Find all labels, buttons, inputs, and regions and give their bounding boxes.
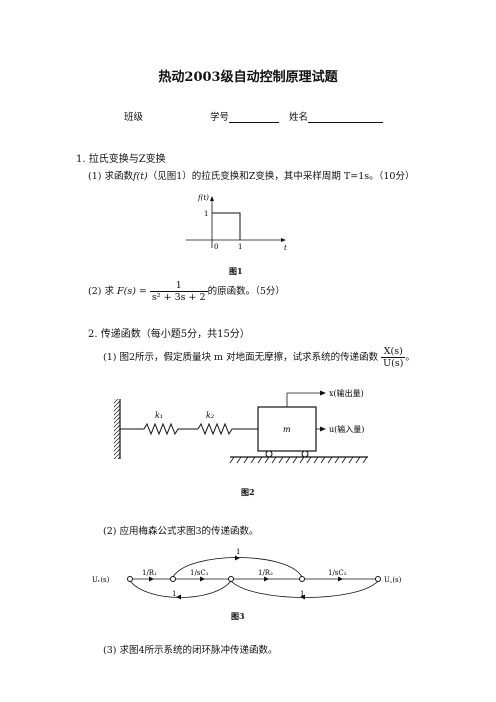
fig1-x-label: t (284, 244, 287, 252)
fig1-y-tick: 1 (204, 210, 208, 218)
q2-part3-text: (3) 求图4所示系统的闭环脉冲传递函数。 (103, 645, 278, 656)
fig2-mass-label: m (283, 425, 291, 434)
fig1-y-arrow-icon (210, 196, 214, 201)
student-id-field[interactable]: 学号 (210, 109, 280, 123)
q2-part1-text: (1) 图2所示，假定质量块 m 对地面无摩擦，试求系统的传递函数 (103, 352, 379, 363)
fig3-feedforward-gain: 1 (236, 548, 240, 556)
fig2-spring-k2 (197, 422, 258, 436)
q2-heading: 2. 传递函数（每小题5分，共15分） (88, 329, 250, 340)
fig1-origin: 0 (214, 243, 218, 251)
fig3-caption: 图3 (231, 611, 245, 621)
fig3-feedback-1-arrowhead-icon (176, 594, 181, 600)
student-name-blank[interactable] (308, 111, 384, 123)
figure-2: k₁ k₂ m x(输出量) u(输入量) (114, 388, 368, 464)
fig1-x-tick: 1 (238, 243, 242, 251)
q2-part1-numerator: X(s) (381, 346, 406, 358)
fig2-k1-label: k₁ (155, 411, 163, 420)
q2-part1-fraction: X(s)U(s) (381, 346, 406, 369)
fig2-caption: 图2 (241, 487, 255, 497)
figure-3-signal-flow-graph: 1/R₁ 1/sC₁ 1/R₂ 1/sC₂ 1 1 1 Uᵣ(s) U꜀(s) (92, 548, 402, 600)
q1-part1-suffix: （见图1）的拉氏变换和Z变换，其中采样周期 T=1s。（10分） (147, 171, 415, 182)
q2-part2-text: (2) 应用梅森公式求图3的传递函数。 (103, 526, 259, 537)
fig2-mass-block (257, 406, 317, 452)
fig2-ground-hatch (229, 456, 368, 464)
q1-part2-numerator: 1 (149, 280, 208, 292)
fig3-feedback-gain-1: 1 (172, 590, 176, 598)
fig2-x-label: x(输出量) (329, 388, 364, 398)
page-title: 热动2003级自动控制原理试题 (158, 70, 338, 85)
student-id-blank[interactable] (229, 111, 280, 123)
student-name-field[interactable]: 姓名 (289, 109, 384, 123)
q1-part2-suffix: 的原函数。（5分） (207, 286, 285, 297)
fig3-node-1 (127, 576, 133, 582)
q1-part1-func: f(t) (132, 171, 148, 182)
q2-part1-end: 。 (405, 352, 415, 363)
fig3-input-label: Uᵣ(s) (92, 576, 110, 584)
fig2-spring-k1 (120, 422, 198, 436)
fig3-output-label: U꜀(s) (384, 576, 402, 584)
student-id-label: 学号 (210, 112, 230, 123)
fig2-u-arrowhead-icon (320, 426, 326, 432)
fig3-gain-4: 1/sC₂ (328, 569, 347, 577)
q1-part2-prefix: (2) 求 (88, 286, 114, 297)
q2-part1: (1) 图2所示，假定质量块 m 对地面无摩擦，试求系统的传递函数 X(s)U(… (103, 346, 415, 369)
fig3-node-5 (375, 576, 381, 582)
q1-part1-prefix: (1) 求函数 (88, 171, 133, 182)
fig2-wheel-right-icon (301, 450, 309, 458)
figure-1: f(t) t 1 0 1 (186, 194, 287, 252)
fig3-gain-1: 1/R₁ (142, 569, 157, 577)
q1-part1: (1) 求函数f(t)（见图1）的拉氏变换和Z变换，其中采样周期 T=1s。（1… (88, 168, 414, 182)
q1-part2-func: F(s) = (117, 286, 147, 297)
fig3-gain-2: 1/sC₁ (190, 569, 209, 577)
fig3-feedback-gain-2: 1 (300, 590, 304, 598)
fig3-feedback-2-arrowhead-icon (300, 594, 305, 600)
fig3-node-3 (228, 576, 234, 582)
fig3-feedforward-arrowhead-icon (235, 555, 240, 561)
fig2-wheel-left-icon (265, 450, 273, 458)
fig3-node-2 (170, 576, 176, 582)
fig2-u-label: u(输入量) (329, 424, 364, 434)
fig1-y-label: f(t) (197, 194, 209, 202)
fig2-k2-label: k₂ (206, 411, 214, 420)
student-name-label: 姓名 (289, 112, 309, 123)
q2-part1-denominator: U(s) (383, 358, 404, 369)
fig1-caption: 图1 (229, 266, 243, 276)
fig3-node-4 (299, 576, 305, 582)
fig3-gain-3: 1/R₂ (258, 569, 273, 577)
fig1-pulse (212, 212, 241, 240)
fig3-feedback-arc-2 (230, 580, 379, 598)
fig1-x-arrow-icon (281, 238, 286, 242)
fig3-forward-arrowheads (149, 576, 343, 582)
fig2-x-arrowhead-icon (320, 390, 326, 396)
class-label: 班级 (124, 112, 144, 123)
q1-heading: 1. 拉氏变换与Z变换 (76, 154, 166, 165)
q1-part2-denominator: s² + 3s + 2 (151, 292, 206, 303)
fig2-wall-hatch (114, 399, 120, 459)
